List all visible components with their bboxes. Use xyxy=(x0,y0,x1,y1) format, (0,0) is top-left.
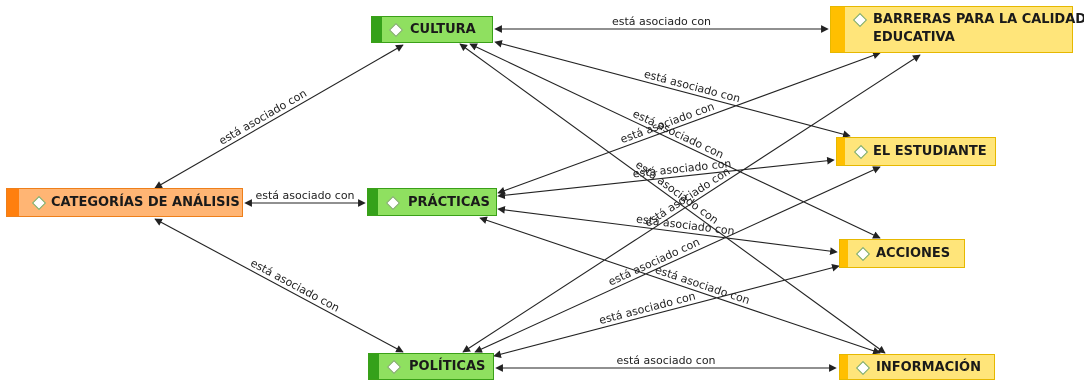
node-label: INFORMACIÓN xyxy=(876,360,981,375)
edge-label: está asociado con xyxy=(217,87,309,148)
edge-practicas-informacion xyxy=(479,216,881,355)
edge-politicas-barreras xyxy=(462,54,921,353)
node-label: CULTURA xyxy=(410,22,476,37)
node-label: ACCIONES xyxy=(876,246,951,261)
diamond-icon xyxy=(852,12,868,28)
edge-politicas-acciones xyxy=(493,264,840,358)
edge-label: está asociado con xyxy=(248,256,341,314)
diamond-icon xyxy=(386,359,402,375)
node-cultura[interactable]: CULTURA xyxy=(371,16,493,43)
node-label: PRÁCTICAS xyxy=(408,195,490,210)
node-label-line1: BARRERAS PARA LA CALIDAD xyxy=(873,12,1084,27)
node-barreras[interactable]: BARRERAS PARA LA CALIDAD EDUCATIVA xyxy=(830,6,1084,53)
edge-label: está asociado con xyxy=(612,15,711,28)
node-acciones[interactable]: ACCIONES xyxy=(839,239,965,268)
diamond-icon xyxy=(855,246,871,262)
node-categorias[interactable]: CATEGORÍAS DE ANÁLISIS xyxy=(6,188,243,217)
node-label: CATEGORÍAS DE ANÁLISIS xyxy=(51,195,240,210)
diamond-icon xyxy=(385,195,401,211)
node-label: EL ESTUDIANTE xyxy=(873,144,987,159)
node-label: POLÍTICAS xyxy=(409,359,486,374)
diamond-icon xyxy=(855,360,871,376)
node-estudiante[interactable]: EL ESTUDIANTE xyxy=(836,137,996,166)
edge-categorias-cultura xyxy=(154,44,404,189)
edge-label: está asociado con xyxy=(643,67,742,105)
edge-categorias-politicas xyxy=(154,218,404,353)
node-informacion[interactable]: INFORMACIÓN xyxy=(839,354,995,380)
diamond-icon xyxy=(31,195,47,211)
node-label-line2: EDUCATIVA xyxy=(873,30,955,45)
diamond-icon xyxy=(388,22,404,38)
edge-label: está asociado con xyxy=(616,354,715,367)
edge-label: está asociado con xyxy=(255,189,354,202)
node-politicas[interactable]: POLÍTICAS xyxy=(368,353,494,380)
edge-label: está asociado con xyxy=(598,289,697,327)
node-practicas[interactable]: PRÁCTICAS xyxy=(367,188,497,216)
diamond-icon xyxy=(853,144,869,160)
